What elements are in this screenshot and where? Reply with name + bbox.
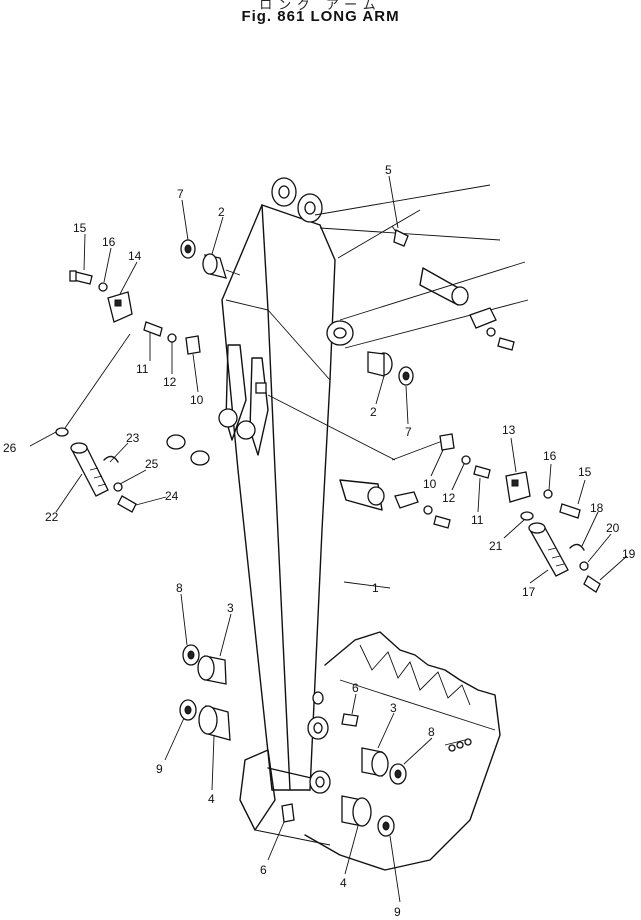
part-7-seal-top: [180, 239, 196, 259]
callout-12-right: 12: [442, 491, 456, 505]
pin-and-plate-lower-mid: [339, 479, 451, 529]
callout-6-upper: 6: [352, 681, 359, 695]
part-11-bolt-right: [473, 465, 491, 479]
part-8-seal-left: [182, 644, 200, 666]
part-12-washer-left: [167, 333, 177, 343]
callout-16-left: 16: [102, 235, 116, 249]
part-6-grease-fitting-lower: [281, 803, 295, 823]
part-7-seal-mid: [398, 366, 414, 386]
callout-11-left: 11: [136, 362, 149, 376]
part-22-pin-left: [70, 442, 109, 497]
callout-labels: 1 2 2 3 3 4 4 5 6 6 7 7 8 8 9 9 10 10 11…: [3, 163, 636, 919]
callout-10-left: 10: [190, 393, 204, 407]
plate-and-bolt-upper-right: [469, 307, 515, 351]
part-13-holder-right: [505, 471, 531, 503]
callout-17: 17: [522, 585, 536, 599]
callout-8-left: 8: [176, 581, 183, 595]
callout-7-top: 7: [177, 187, 184, 201]
callout-9-right: 9: [394, 905, 401, 919]
leader-lines: [29, 175, 628, 903]
callout-13: 13: [502, 423, 516, 437]
callout-4-left: 4: [208, 792, 215, 806]
bucket-outline: [239, 631, 501, 871]
part-21-o-ring: [520, 511, 534, 521]
part-4-bushing-right: [341, 795, 372, 827]
callout-2-top: 2: [218, 205, 225, 219]
callout-16-right: 16: [543, 449, 557, 463]
callout-15-right: 15: [578, 465, 592, 479]
callout-8-right: 8: [428, 725, 435, 739]
part-5-grease-fitting: [391, 225, 409, 247]
part-12-washer-right: [461, 455, 471, 465]
part-6-grease-fitting-upper: [341, 713, 359, 727]
bracket-washers: [166, 434, 210, 466]
boom-guide-lines: [267, 184, 529, 461]
part-16-washer-left: [98, 282, 108, 292]
callout-10-right: 10: [423, 477, 437, 491]
callout-3-left: 3: [227, 601, 234, 615]
part-9-seal-left: [179, 699, 197, 721]
callout-4-right: 4: [340, 876, 347, 890]
part-8-seal-right: [389, 763, 407, 785]
callout-26: 26: [3, 441, 17, 455]
part-2-bushing-top: [202, 253, 241, 279]
part-25-washer: [113, 482, 123, 492]
callout-2-mid: 2: [370, 405, 377, 419]
callout-21: 21: [489, 539, 503, 553]
japanese-title: ロング アーム: [259, 0, 382, 12]
part-15-bolt-right: [559, 503, 581, 519]
callout-24-alt: 25: [145, 457, 159, 471]
callout-22: 22: [45, 510, 59, 524]
part-9-seal-right: [377, 815, 395, 837]
part-10-plate-right: [439, 433, 455, 451]
part-15-bolt-left: [69, 270, 93, 285]
callout-6-lower: 6: [260, 863, 267, 877]
callout-3-right: 3: [390, 701, 397, 715]
part-3-bushing-left: [197, 655, 227, 685]
part-14-holder-left: [107, 291, 133, 323]
callout-11-right: 11: [471, 513, 484, 527]
part-2-bushing-mid: [367, 351, 393, 377]
part-4-bushing-left: [198, 705, 231, 741]
part-10-plate-left: [185, 335, 201, 355]
part-11-bolt-left: [143, 321, 163, 337]
callout-20: 20: [606, 521, 620, 535]
callout-18: 18: [590, 501, 604, 515]
callout-23: 23: [126, 431, 140, 445]
callout-7-mid: 7: [405, 425, 412, 439]
callout-12-left: 12: [163, 375, 177, 389]
part-16-washer-right: [543, 489, 553, 499]
callout-15-left: 15: [73, 221, 87, 235]
long-arm-body: [218, 177, 354, 794]
part-24-bolt: [117, 495, 137, 513]
figure-title: Fig. 861 LONG ARM: [241, 8, 400, 25]
part-3-bushing-right: [361, 747, 389, 777]
callout-14: 14: [128, 249, 142, 263]
part-23-clip: [103, 455, 119, 463]
part-20-washer: [579, 561, 589, 571]
part-26-o-ring: [55, 427, 69, 437]
part-18-clip: [569, 543, 585, 551]
callout-24: 24: [165, 489, 179, 503]
callout-1: 1: [372, 581, 379, 595]
part-17-pin-right: [528, 522, 569, 577]
callout-9-left: 9: [156, 762, 163, 776]
part-19-bolt: [583, 575, 601, 593]
callout-5: 5: [385, 163, 392, 177]
callout-19: 19: [622, 547, 636, 561]
